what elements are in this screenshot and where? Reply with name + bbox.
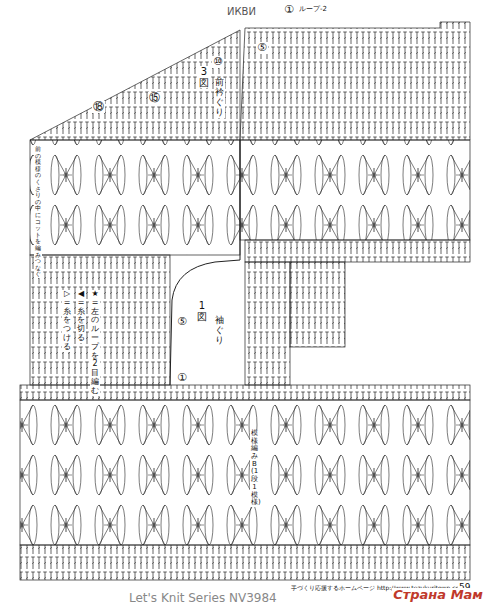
callout-number: ⑩ — [212, 56, 224, 68]
note: ループ-2 — [298, 6, 328, 14]
callout-number: ⑤ — [176, 316, 188, 328]
legend-entry: ◀ =糸を切る — [76, 290, 86, 343]
callout-number: ① — [176, 372, 188, 384]
part-name: 前衿ぐり — [214, 78, 225, 118]
legend-entry: ★ =左のループを2目編む — [90, 290, 100, 396]
part-name: 袖ぐり — [214, 316, 225, 346]
watermark: Страна Мам — [392, 588, 484, 602]
figure-number: 3図 — [198, 66, 210, 88]
legend-entry: ▷ =糸をつける — [62, 290, 72, 352]
callout-number: ⑤ — [256, 42, 268, 54]
series-title: Let's Knit Series NV3984 — [128, 592, 278, 605]
callout-number: ⑮ — [148, 92, 161, 104]
figure-number: 1図 — [196, 300, 208, 322]
watermark: ИКВИ — [226, 6, 257, 17]
pattern-name: 模様編みB (1段1模様) — [250, 430, 259, 507]
callout-number: ⑱ — [92, 101, 105, 113]
callout-number: ① — [283, 4, 295, 16]
note: 前の模様のくさりの中にコットを編みつなぐ — [34, 146, 42, 278]
